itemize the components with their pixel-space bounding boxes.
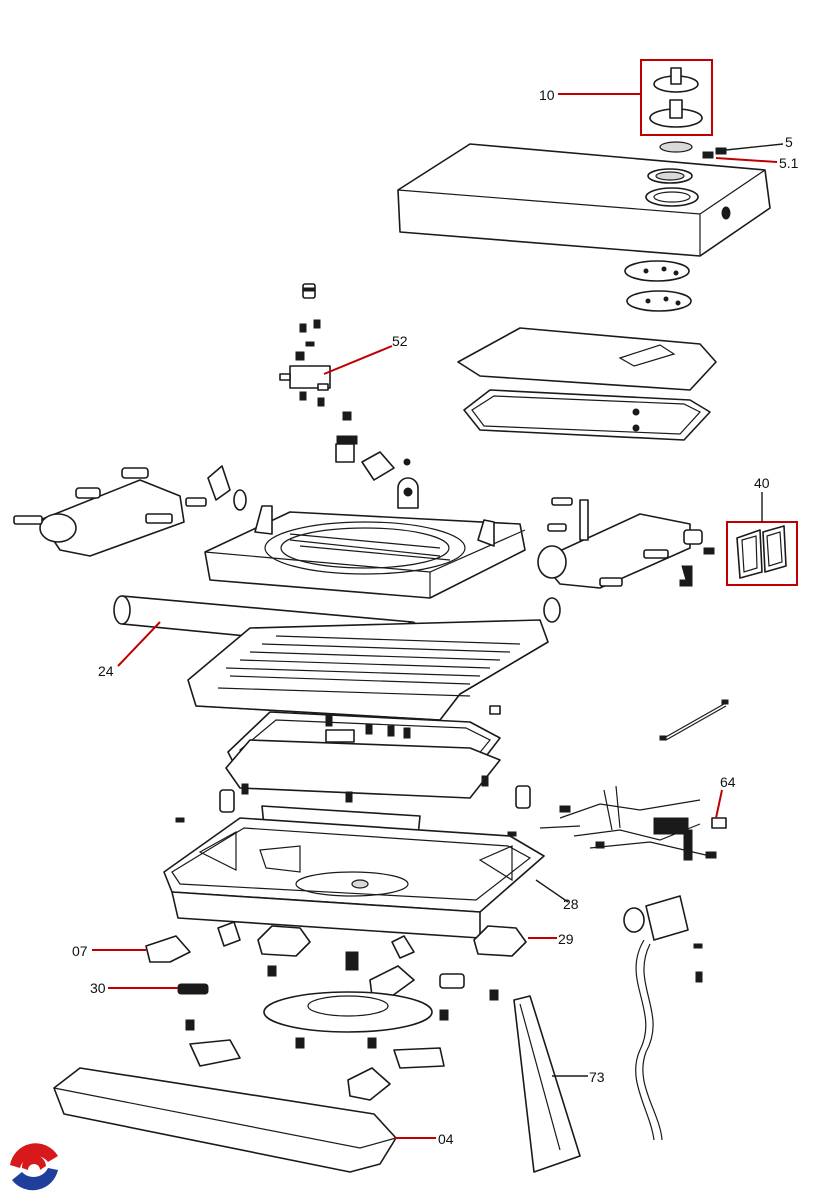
part-64-wiring-harness [539, 785, 727, 861]
callout-29: 29 [558, 931, 574, 947]
bracket-parts [335, 411, 419, 509]
callout-40: 40 [754, 475, 770, 491]
callout-64: 64 [720, 774, 736, 790]
brand-logo [6, 1139, 62, 1195]
power-cord [623, 895, 703, 1141]
callout-5-1: 5.1 [779, 155, 799, 171]
callout-07: 07 [72, 943, 88, 959]
part-04-handle [53, 1067, 397, 1173]
callout-5: 5 [785, 134, 793, 150]
drip-tray [225, 711, 501, 799]
leader-lines [92, 93, 784, 1139]
middle-frame [204, 505, 526, 599]
callout-73: 73 [589, 1069, 605, 1085]
screws-mid [175, 715, 517, 837]
part-40-clips [726, 521, 798, 586]
callout-24: 24 [98, 663, 114, 679]
callout-52: 52 [392, 333, 408, 349]
part-52-hinge-assembly [279, 283, 331, 407]
housing-discs [624, 260, 692, 312]
callout-labels: 10 5 5.1 52 40 24 64 28 07 29 30 73 04 [72, 87, 799, 1147]
part-73-tongs [513, 995, 581, 1173]
callout-04: 04 [438, 1131, 454, 1147]
callout-10: 10 [539, 87, 555, 103]
callout-28: 28 [563, 896, 579, 912]
grill-plate [187, 619, 549, 721]
callout-30: 30 [90, 980, 106, 996]
upper-plate [457, 327, 717, 441]
top-housing [397, 141, 771, 257]
bottom-feet [145, 921, 527, 997]
lower-clips [189, 1039, 445, 1101]
part-28-base [163, 817, 545, 939]
right-hinge-arm [537, 497, 715, 589]
base-disc [185, 965, 499, 1049]
left-hinge-arm [13, 465, 247, 557]
part-10-knobs [640, 59, 713, 136]
wire-lead [659, 699, 729, 741]
